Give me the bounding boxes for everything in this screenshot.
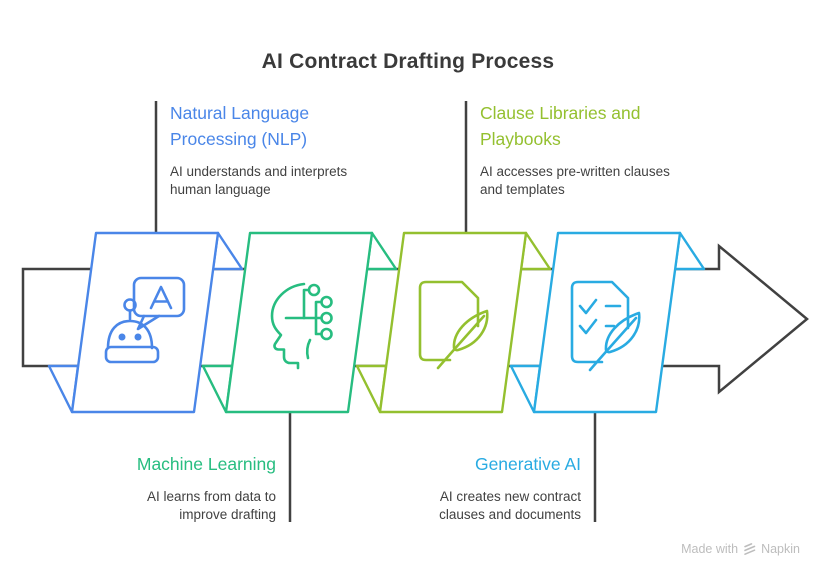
panel-face: [224, 231, 374, 414]
panel-face: [70, 231, 220, 414]
stage-label-clause-libraries: Clause Libraries and Playbooks AI access…: [480, 100, 672, 199]
stage-panel-clause-libraries: [355, 231, 552, 414]
document-feather-icon: [418, 280, 489, 370]
stage-panel-machine-learning: [201, 231, 398, 414]
robot-eye: [134, 333, 142, 341]
stage-description: AI understands and interprets human lang…: [170, 164, 348, 197]
stage-description: AI accesses pre-written clauses and temp…: [480, 164, 670, 197]
checklist-feather-icon: [570, 280, 641, 372]
head-circuit-icon: [270, 282, 333, 370]
stage-label-nlp: Natural Language Processing (NLP) AI und…: [170, 100, 348, 199]
stage-panel-generative-ai: [509, 231, 706, 414]
stage-panel-nlp: [47, 231, 244, 414]
robot-chat-translate-icon: [104, 276, 186, 364]
stage-name: Natural Language Processing (NLP): [170, 103, 310, 149]
stage-description: AI learns from data to improve drafting: [146, 489, 276, 522]
page-title: AI Contract Drafting Process: [261, 50, 555, 73]
robot-eye: [118, 333, 126, 341]
watermark-napkin-badge[interactable]: Made with Napkin: [681, 542, 800, 556]
panel-face: [532, 231, 682, 414]
napkin-logo-icon: [744, 543, 756, 555]
stage-label-machine-learning: Machine Learning AI learns from data to …: [98, 451, 276, 524]
panel-face: [378, 231, 528, 414]
stage-name: Clause Libraries and Playbooks: [480, 103, 641, 149]
stage-description: AI creates new contract clauses and docu…: [439, 489, 581, 522]
stage-name: Machine Learning: [136, 454, 276, 474]
stage-name: Generative AI: [474, 454, 581, 474]
watermark-prefix: Made with: [681, 542, 739, 556]
stage-label-generative-ai: Generative AI AI creates new contract cl…: [395, 451, 581, 524]
watermark-brand: Napkin: [761, 542, 800, 556]
